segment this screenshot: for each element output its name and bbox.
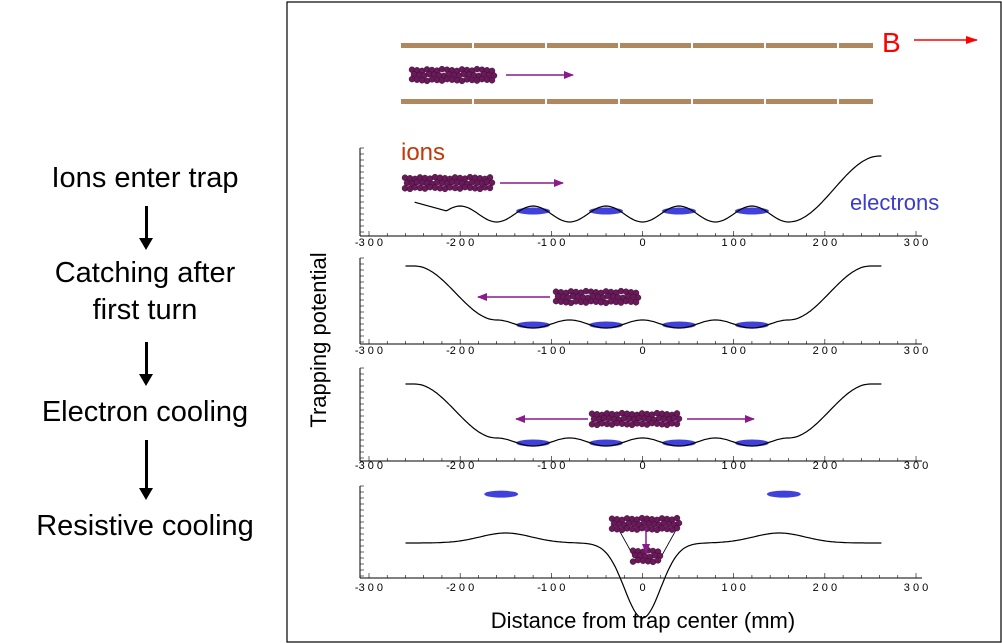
electrode-bottom xyxy=(401,99,873,104)
x-tick-label: 0 xyxy=(639,345,645,357)
potential-curve xyxy=(414,155,882,223)
x-tick-label: 1 0 0 xyxy=(721,345,745,357)
potential-panel-2: -3 0 0 -2 0 0 -1 0 0 0 1 0 0 2 0 0 3 0 0 xyxy=(355,257,928,357)
electron-clouds xyxy=(516,207,769,215)
ion-particle xyxy=(654,557,662,564)
ion-bunch-panel-4-top xyxy=(608,514,683,534)
x-tick-label: -3 0 0 xyxy=(355,582,383,594)
ion-particle xyxy=(632,299,640,306)
potential-curve xyxy=(405,265,882,329)
ion-particle xyxy=(488,179,496,186)
x-tick-label: 2 0 0 xyxy=(813,460,837,472)
x-tick-label: 3 0 0 xyxy=(904,237,928,249)
step-catching-after-first-turn: Catching after first turn xyxy=(20,255,270,329)
x-tick-label: 0 xyxy=(639,460,645,472)
x-tick-label: -2 0 0 xyxy=(446,237,474,249)
x-tick-label: -1 0 0 xyxy=(537,460,565,472)
flow-arrow-down-icon xyxy=(145,206,148,240)
potential-panel-3: -3 0 0 -2 0 0 -1 0 0 0 1 0 0 2 0 0 3 0 0 xyxy=(355,367,928,472)
electron-cloud xyxy=(589,207,624,215)
electron-cloud xyxy=(766,490,801,498)
ion-particle xyxy=(486,184,494,192)
electron-cloud xyxy=(734,207,769,215)
electrode-top xyxy=(401,43,873,48)
flow-arrow-down-icon xyxy=(145,440,148,490)
ion-particle xyxy=(675,415,683,422)
ion-bunch-top xyxy=(408,65,498,85)
ion-particle xyxy=(488,77,496,84)
y-axis-label: Trapping potential xyxy=(306,252,331,427)
electrons-label: electrons xyxy=(850,190,939,215)
x-tick-label: 3 0 0 xyxy=(904,460,928,472)
ions-label: ions xyxy=(401,139,445,166)
ion-particle xyxy=(673,524,681,532)
x-tick-label: -2 0 0 xyxy=(446,460,474,472)
x-tick-label: -1 0 0 xyxy=(537,345,565,357)
x-tick-label: 0 xyxy=(639,237,645,249)
x-tick-label: -2 0 0 xyxy=(446,345,474,357)
potential-panel-1: -3 0 0 -2 0 0 -1 0 0 0 1 0 0 2 0 0 3 0 0 xyxy=(355,147,928,249)
b-field-label: B xyxy=(882,27,901,58)
potential-curve xyxy=(405,532,882,619)
electrode-gaps xyxy=(472,42,839,105)
ion-bunch-panel-1 xyxy=(401,173,496,193)
step-ions-enter-trap: Ions enter trap xyxy=(51,162,239,194)
electron-cloud xyxy=(484,490,519,498)
x-tick-label: 1 0 0 xyxy=(721,237,745,249)
x-tick-label: 2 0 0 xyxy=(813,582,837,594)
x-tick-label: 2 0 0 xyxy=(813,345,837,357)
x-tick-label: 1 0 0 xyxy=(721,460,745,472)
ion-particle xyxy=(673,420,681,428)
ion-bunch xyxy=(408,65,498,85)
x-tick-label: 3 0 0 xyxy=(904,582,928,594)
flow-arrow-down-icon xyxy=(145,342,148,376)
ion-bunch-panel-2 xyxy=(552,287,642,307)
x-tick-label: 3 0 0 xyxy=(904,345,928,357)
electron-clouds xyxy=(484,490,801,498)
flow-arrowhead-icon xyxy=(139,374,153,386)
x-tick-label: -3 0 0 xyxy=(355,345,383,357)
step-electron-cooling: Electron cooling xyxy=(41,396,249,428)
x-tick-label: -3 0 0 xyxy=(355,237,383,249)
x-tick-label: -2 0 0 xyxy=(446,582,474,594)
potential-panel-4: -3 0 0 -2 0 0 -1 0 0 0 1 0 0 2 0 0 3 0 0 xyxy=(355,485,928,619)
x-tick-label: -1 0 0 xyxy=(537,237,565,249)
x-tick-label: 2 0 0 xyxy=(813,237,837,249)
trap-bottom-line xyxy=(660,529,677,558)
electron-cloud xyxy=(661,207,696,215)
x-tick-label: -3 0 0 xyxy=(355,460,383,472)
step-resistive-cooling: Resistive cooling xyxy=(36,510,254,542)
x-tick-label: 0 xyxy=(639,582,645,594)
flow-arrowhead-icon xyxy=(139,488,153,500)
x-axis-label: Distance from trap center (mm) xyxy=(491,608,795,633)
potential-curve xyxy=(405,383,882,447)
x-tick-label: -1 0 0 xyxy=(537,582,565,594)
diagram-frame xyxy=(286,1,1002,643)
ion-bunch-panel-3 xyxy=(588,409,683,429)
step-catching-line1: Catching after xyxy=(54,257,236,289)
ion-bunches xyxy=(401,173,683,566)
flow-arrowhead-icon xyxy=(139,238,153,250)
x-tick-label: 1 0 0 xyxy=(721,582,745,594)
step-catching-line2: first turn xyxy=(92,294,198,326)
electron-cloud xyxy=(516,207,551,215)
